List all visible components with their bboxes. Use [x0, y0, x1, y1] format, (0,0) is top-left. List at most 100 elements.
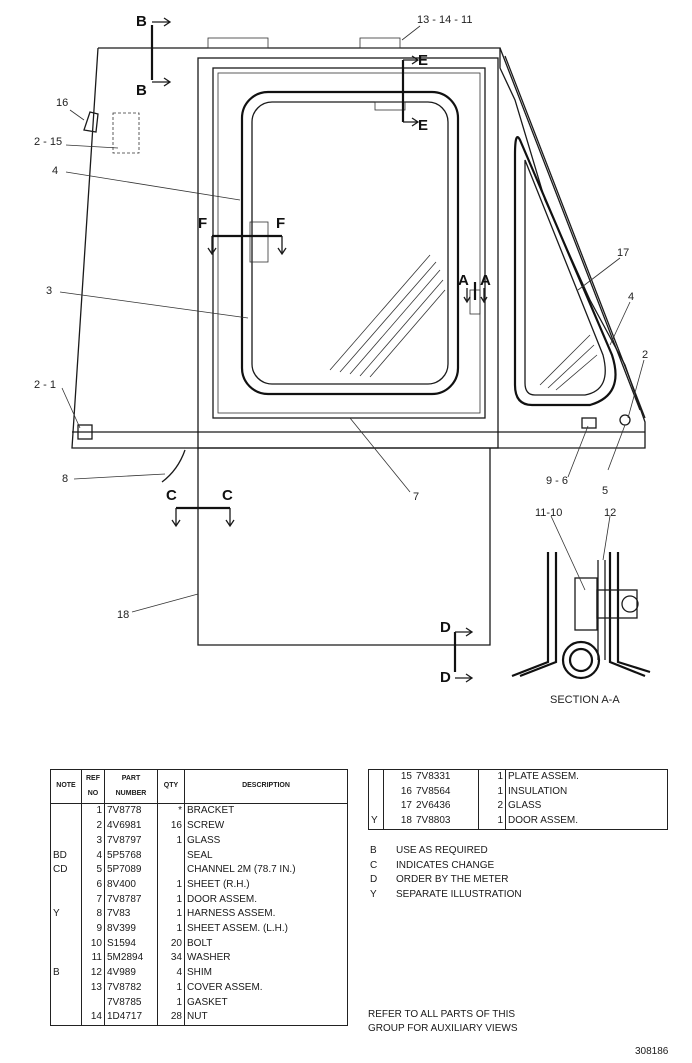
cab-body	[71, 37, 646, 449]
section-mark-f: F F	[198, 215, 287, 256]
cell-note	[50, 833, 82, 849]
cell-part: 7V8787	[104, 892, 158, 908]
cell-qty: 1	[157, 980, 185, 996]
header-note: NOTE	[50, 768, 82, 805]
cell-desc: SEAL	[187, 849, 213, 861]
cell-note	[50, 877, 82, 893]
cell-desc: CHANNEL 2M (78.7 IN.)	[187, 864, 296, 876]
cell-qty: 34	[157, 951, 185, 967]
header-desc: DESCRIPTION	[184, 768, 348, 805]
cell-part: 7V83	[104, 907, 158, 923]
callout-9-6: 9 - 6	[546, 475, 568, 487]
cell-note	[50, 936, 82, 952]
cell-part: 7V8797	[104, 833, 158, 849]
section-a-right: A	[480, 272, 491, 289]
legend-text: USE AS REQUIRED	[396, 845, 488, 856]
callout-12: 12	[604, 507, 616, 519]
cell-part: 7V8782	[104, 980, 158, 996]
cell-ref: 11	[81, 951, 105, 967]
cell-ref: 7	[81, 892, 105, 908]
cell-note: BD	[50, 848, 82, 864]
door-frame	[197, 57, 499, 449]
cell-desc: COVER ASSEM.	[187, 981, 263, 993]
section-mark-d: D D	[440, 619, 474, 686]
cell-part: 5P7089	[104, 863, 158, 878]
legend-text: ORDER BY THE METER	[396, 874, 509, 885]
cell-part: 2V6436	[414, 799, 479, 815]
cell-ref: 18	[400, 815, 412, 827]
header-part: PART NUMBER	[104, 768, 158, 805]
cab-exploded-drawing: B B E E F F A A C C D D	[34, 13, 651, 706]
bracket-left	[77, 424, 93, 440]
section-mark-e: E E	[401, 52, 428, 134]
cell-ref: 5	[81, 863, 105, 878]
cell-note: Y	[368, 814, 384, 830]
section-caption: SECTION A-A	[550, 694, 620, 706]
cell-part: 4V989	[104, 966, 158, 981]
cell-note	[368, 784, 384, 800]
cell-ref: 10	[81, 936, 105, 952]
cell-note	[50, 922, 82, 937]
section-mark-b: B B	[136, 13, 172, 99]
cell-desc: HARNESS ASSEM.	[187, 908, 276, 920]
callout-4-left: 4	[52, 165, 58, 177]
cell-qty: 1	[157, 907, 185, 923]
cell-part: S1594	[104, 936, 158, 952]
cell-note: Y	[50, 907, 82, 923]
section-d-bottom: D	[440, 669, 451, 686]
cell-note	[50, 1010, 82, 1026]
section-mark-a: A A	[458, 272, 491, 304]
cell-part: 5M2894	[104, 951, 158, 967]
bracket-right	[581, 417, 597, 429]
cell-desc: DOOR ASSEM.	[187, 893, 258, 905]
legend-item: D ORDER BY THE METER	[370, 873, 522, 888]
cell-ref: 14	[81, 1010, 105, 1026]
refer-note: REFER TO ALL PARTS OF THIS GROUP FOR AUX…	[368, 1009, 518, 1034]
cell-ref: 1	[81, 803, 105, 820]
cell-qty: 4	[157, 966, 185, 981]
cell-qty: 16	[157, 819, 185, 834]
cell-ref: 4	[81, 848, 105, 864]
callout-16: 16	[56, 97, 68, 109]
callout-2-1: 2 - 1	[34, 379, 56, 391]
cell-qty: 1	[157, 833, 185, 849]
legend-code: D	[370, 874, 378, 885]
cell-ref	[81, 995, 105, 1011]
cell-note: B	[50, 966, 82, 981]
section-e-top: E	[418, 52, 428, 69]
cell-qty: 28	[157, 1010, 185, 1026]
section-c-left: C	[166, 487, 177, 504]
cell-desc: GLASS	[508, 800, 542, 812]
cell-qty: *	[157, 803, 185, 820]
callout-4-right: 4	[628, 291, 634, 303]
section-b-bottom: B	[136, 82, 147, 99]
cell-part: 5P5768	[104, 848, 158, 864]
cell-note	[50, 995, 82, 1011]
header-qty: QTY	[157, 768, 185, 805]
cell-ref: 2	[81, 819, 105, 834]
plate-assembly	[112, 112, 140, 154]
cell-desc: GLASS	[187, 834, 221, 846]
section-f-left: F	[198, 215, 207, 232]
cell-desc: WASHER	[187, 952, 231, 964]
header-ref: REF NO	[81, 768, 105, 805]
cell-qty: 1	[157, 877, 185, 893]
cell-part: 7V8803	[414, 814, 479, 830]
cell-qty: 20	[157, 936, 185, 952]
